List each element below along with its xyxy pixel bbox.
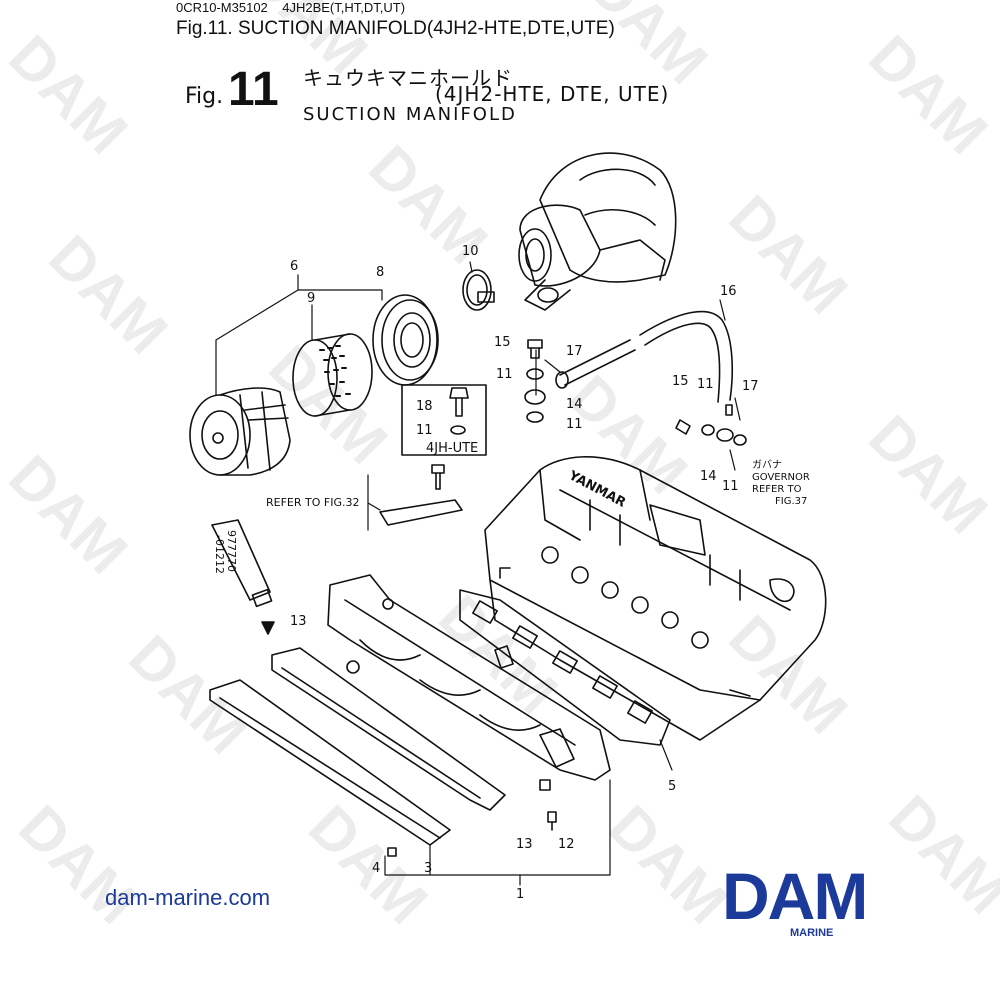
english-title: SUCTION MANIFOLD xyxy=(303,104,517,125)
callout-17b: 17 xyxy=(742,379,759,394)
governor-label: GOVERNOR xyxy=(752,472,810,483)
callout-leader-lines xyxy=(215,261,741,471)
dam-logo-subtitle: MARINE xyxy=(790,927,834,939)
callout-6: 6 xyxy=(290,259,298,274)
bracket-drawing xyxy=(367,464,463,531)
callout-5: 5 xyxy=(668,779,676,794)
callout-4: 4 xyxy=(372,861,380,876)
callout-3: 3 xyxy=(424,861,432,876)
hose-clamp-drawing xyxy=(462,269,495,311)
callout-labels: 6 8 9 10 15 11 17 14 11 16 15 11 17 14 1… xyxy=(290,244,759,902)
callout-17a: 17 xyxy=(566,344,583,359)
refer-to-label: REFER TO xyxy=(752,484,802,495)
callout-8: 8 xyxy=(376,265,384,280)
tube-code-2: -01212 xyxy=(213,535,226,574)
callout-9: 9 xyxy=(307,291,315,306)
ute-bracket-box-drawing xyxy=(401,384,487,456)
doc-code: 0CR10-M35102 xyxy=(176,0,268,15)
fig-number: 11 xyxy=(228,63,279,116)
diagram-notes: 4JH-UTE REFER TO FIG.32 ガバナ GOVERNOR REF… xyxy=(213,441,810,574)
filter-element-drawing xyxy=(292,333,373,417)
callout-11d: 11 xyxy=(722,479,739,494)
engine-models: 4JH2BE(T,HT,DT,UT) xyxy=(282,0,406,15)
governor-jp-label: ガバナ xyxy=(752,459,782,471)
sealant-tube-drawing xyxy=(211,519,275,635)
model-line: (4JH2-HTE, DTE, UTE) xyxy=(435,82,670,106)
tube-code-1: 977770 xyxy=(225,530,238,572)
callout-11e: 11 xyxy=(416,423,433,438)
fig-label: Fig. xyxy=(185,84,224,109)
callout-13b: 13 xyxy=(516,837,533,852)
callout-16: 16 xyxy=(720,284,737,299)
dam-logo: DAM xyxy=(722,859,868,933)
callout-12: 12 xyxy=(558,837,575,852)
fig-37-label: FIG.37 xyxy=(775,496,807,507)
cylinder-head-drawing xyxy=(484,456,827,741)
callout-15b: 15 xyxy=(672,374,689,389)
callout-18: 18 xyxy=(416,399,433,414)
figure-title: Fig.11. SUCTION MANIFOLD(4JH2-HTE,DTE,UT… xyxy=(176,18,615,39)
callout-13a: 13 xyxy=(290,614,307,629)
callout-11b: 11 xyxy=(566,417,583,432)
japanese-title: キュウキマニホールド xyxy=(303,66,513,90)
callout-10: 10 xyxy=(462,244,479,259)
website-link[interactable]: dam-marine.com xyxy=(105,885,271,910)
ute-box-label: 4JH-UTE xyxy=(426,441,478,456)
banjo-fittings-drawing xyxy=(524,310,747,446)
callout-14a: 14 xyxy=(566,397,583,412)
callout-15a: 15 xyxy=(494,335,511,350)
header-doc-line: 0CR10-M35102 4JH2BE(T,HT,DT,UT) xyxy=(176,0,405,15)
yanmar-label: YANMAR xyxy=(565,468,628,511)
manifold-gasket-drawing xyxy=(459,589,673,771)
callout-11a: 11 xyxy=(496,367,513,382)
refer-fig-32: REFER TO FIG.32 xyxy=(266,496,359,509)
air-cleaner-housing-drawing xyxy=(189,387,291,476)
air-cleaner-ring-drawing xyxy=(372,294,439,386)
callout-11c: 11 xyxy=(697,377,714,392)
gasket-plates-drawing xyxy=(209,647,611,886)
suction-manifold-drawing xyxy=(327,574,611,831)
turbocharger-drawing xyxy=(518,152,677,311)
callout-14b: 14 xyxy=(700,469,717,484)
callout-1: 1 xyxy=(516,887,524,902)
